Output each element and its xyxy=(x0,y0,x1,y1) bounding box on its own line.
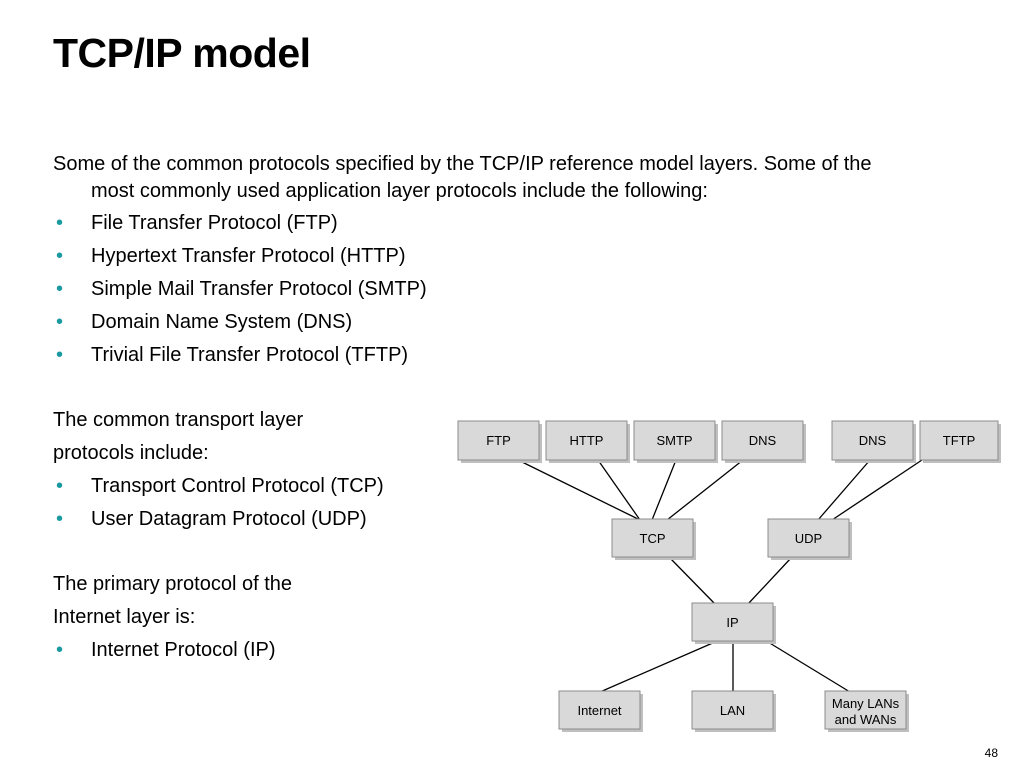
bullet-icon: • xyxy=(56,311,64,333)
box-label: SMTP xyxy=(656,433,692,448)
connector xyxy=(669,557,716,605)
bullet-icon: • xyxy=(56,639,64,661)
intro-line-2: most commonly used application layer pro… xyxy=(91,180,708,202)
diagram-box-ftp: FTP xyxy=(457,420,542,463)
diagram-box-dns: DNS xyxy=(831,420,916,463)
bullet-icon: • xyxy=(56,245,64,267)
transport-intro-line-2: protocols include: xyxy=(53,442,209,464)
connector xyxy=(599,641,716,693)
list-item: Transport Control Protocol (TCP) xyxy=(91,475,384,497)
box-label: IP xyxy=(726,615,738,630)
box-label: LAN xyxy=(720,703,745,718)
list-item: Domain Name System (DNS) xyxy=(91,311,353,333)
box-label: HTTP xyxy=(570,433,604,448)
diagram-box-many-lans-wans: Many LANs and WANs xyxy=(824,690,909,732)
list-item: Trivial File Transfer Protocol (TFTP) xyxy=(91,344,409,366)
connector xyxy=(817,459,871,521)
connector xyxy=(651,459,677,521)
bullet-icon: • xyxy=(56,212,64,234)
diagram-box-dns: DNS xyxy=(721,420,806,463)
box-label: Internet xyxy=(577,703,621,718)
diagram-box-internet: Internet xyxy=(558,690,643,732)
bullet-icon: • xyxy=(56,475,64,497)
box-label: DNS xyxy=(749,433,777,448)
list-item: Hypertext Transfer Protocol (HTTP) xyxy=(91,245,406,267)
diagram-box-smtp: SMTP xyxy=(633,420,718,463)
box-label: DNS xyxy=(859,433,887,448)
intro-line-1: Some of the common protocols specified b… xyxy=(53,153,872,175)
slide-title: TCP/IP model xyxy=(53,30,311,76)
diagram-box-http: HTTP xyxy=(545,420,630,463)
page-number: 48 xyxy=(984,746,998,760)
box-label: and WANs xyxy=(835,712,897,727)
diagram-box-ip: IP xyxy=(691,602,776,644)
box-label: Many LANs xyxy=(832,696,900,711)
diagram-box-tcp: TCP xyxy=(611,518,696,560)
connector xyxy=(747,557,792,605)
box-label: TFTP xyxy=(943,433,976,448)
box-label: UDP xyxy=(795,531,822,546)
connector xyxy=(517,459,641,521)
bullet-icon: • xyxy=(56,508,64,530)
diagram-box-tftp: TFTP xyxy=(919,420,1001,463)
list-item: User Datagram Protocol (UDP) xyxy=(91,508,367,530)
connector xyxy=(597,459,641,521)
connector xyxy=(767,641,851,693)
diagram-box-lan: LAN xyxy=(691,690,776,732)
diagram-box-udp: UDP xyxy=(767,518,852,560)
connector xyxy=(666,459,744,521)
diagram-connectors xyxy=(517,459,923,693)
bullet-icon: • xyxy=(56,278,64,300)
box-label: TCP xyxy=(640,531,666,546)
internet-intro-line-1: The primary protocol of the xyxy=(53,573,292,595)
internet-intro-line-2: Internet layer is: xyxy=(53,606,196,628)
box-label: FTP xyxy=(486,433,511,448)
list-item: Internet Protocol (IP) xyxy=(91,639,276,661)
transport-intro-line-1: The common transport layer xyxy=(53,409,304,431)
list-item: Simple Mail Transfer Protocol (SMTP) xyxy=(91,278,427,300)
bullet-icon: • xyxy=(56,344,64,366)
connector xyxy=(831,459,923,521)
list-item: File Transfer Protocol (FTP) xyxy=(91,212,338,234)
